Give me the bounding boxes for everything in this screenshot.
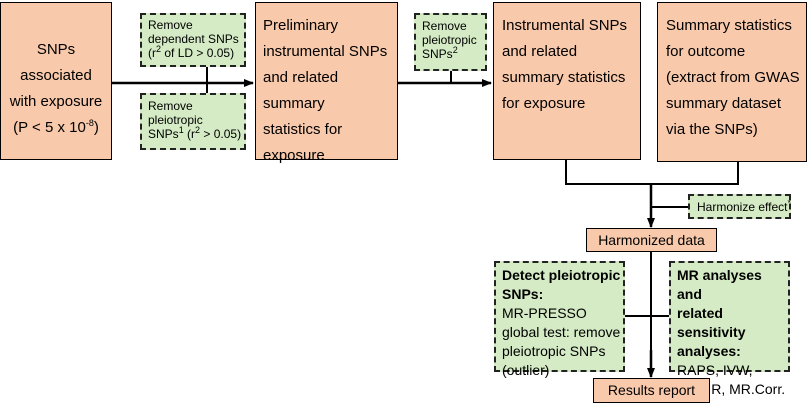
filter-pleio2-line1: Remove	[422, 19, 467, 33]
detect-line3: pleiotropic SNPs	[502, 343, 606, 359]
harmonize-effect-mark: *	[787, 198, 792, 208]
box-snps-exposure-line1: SNPs associated	[20, 41, 92, 84]
box-preliminary-line3: and related summary	[263, 69, 339, 112]
filter-ld-line1: Remove	[148, 18, 193, 32]
harmonize-effect-box: Harmonize effect*	[688, 194, 791, 219]
mr-analyses-box: MR analyses and related sensitivity anal…	[669, 261, 790, 397]
filter-remove-pleiotropic-snps-2: Remove pleiotropic SNPs2	[414, 13, 487, 71]
box-outcome-line5: via the SNPs)	[666, 121, 758, 138]
filter-pleio2-line2: pleiotropic	[422, 33, 477, 47]
filter-pleio1-line1: Remove	[148, 99, 193, 113]
mr-title-line1: MR analyses and	[677, 267, 762, 302]
box-results-report: Results report	[593, 378, 710, 403]
box-harmonized-label: Harmonized data	[598, 232, 705, 248]
mr-title-line4: analyses:	[677, 343, 741, 359]
mr-title-line2: related	[677, 305, 723, 321]
mr-title-line3: sensitivity	[677, 324, 746, 340]
box-instrumental-line3: summary statistics	[502, 69, 626, 86]
box-harmonized-data: Harmonized data	[586, 228, 717, 252]
box-outcome-line2: for outcome	[666, 43, 746, 60]
detect-line4: (outlier)	[502, 362, 550, 378]
filter-pleio2-line3: SNPs2	[422, 45, 458, 62]
filter-remove-dependent-snps: Remove dependent SNPs (r2 of LD > 0.05)	[140, 13, 246, 67]
detect-pleiotropic-box: Detect pleiotropic SNPs: MR-PRESSO globa…	[494, 261, 625, 378]
box-outcome-line1: Summary statistics	[666, 17, 792, 34]
detect-title-line1: Detect pleiotropic	[502, 267, 621, 283]
mr-line1: RAPS, IVW,	[677, 362, 753, 378]
box-preliminary-line1: Preliminary	[263, 17, 339, 34]
box-preliminary-line4: statistics for	[263, 121, 343, 138]
box-snps-exposure-line2: with exposure	[9, 93, 103, 110]
box-instrumental-line4: for exposure	[502, 95, 586, 112]
box-preliminary-line2: instrumental SNPs	[263, 43, 388, 60]
detect-line2: global test: remove	[502, 324, 621, 340]
filter-pleio1-line2: pleiotropic	[148, 113, 203, 127]
box-instrumental-snps: Instrumental SNPs and related summary st…	[493, 2, 641, 160]
box-snps-exposure: SNPs associated with exposure (P < 5 x 1…	[0, 2, 112, 160]
box-preliminary-line5: exposure	[263, 147, 325, 164]
filter-ld-line2: dependent SNPs	[148, 32, 239, 46]
box-preliminary-instrumental: Preliminary instrumental SNPs and relate…	[255, 2, 398, 164]
detect-line1: MR-PRESSO	[502, 305, 587, 321]
box-snps-exposure-line3: (P < 5 x 10-8)	[13, 118, 99, 137]
box-outcome-line3: (extract from GWAS	[666, 69, 800, 86]
box-instrumental-line1: Instrumental SNPs	[502, 17, 628, 34]
filter-remove-pleiotropic-snps-1: Remove pleiotropic SNPs1 (r2 > 0.05)	[140, 93, 246, 150]
detect-title-line2: SNPs:	[502, 286, 544, 302]
harmonize-effect-label: Harmonize effect	[697, 200, 788, 214]
box-results-label: Results report	[607, 382, 696, 398]
box-summary-outcome: Summary statistics for outcome (extract …	[657, 2, 807, 162]
box-instrumental-line2: and related	[502, 43, 578, 60]
box-outcome-line4: summary dataset	[666, 95, 782, 112]
filter-ld-line3: (r2 of LD > 0.05)	[148, 44, 235, 61]
filter-pleio1-line3: SNPs1 (r2 > 0.05)	[148, 125, 242, 142]
